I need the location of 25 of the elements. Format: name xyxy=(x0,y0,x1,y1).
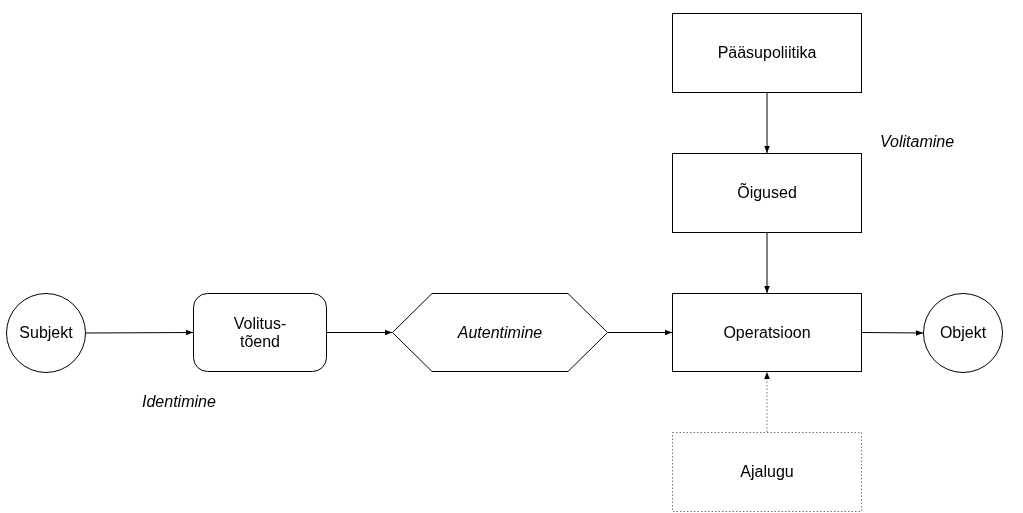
italic-label: Volitamine xyxy=(880,133,955,151)
process-box xyxy=(672,153,862,233)
arrow xyxy=(764,232,770,294)
node-text: Objekt xyxy=(939,324,987,342)
arrow xyxy=(764,371,770,433)
circle-node xyxy=(6,293,86,373)
rounded-box xyxy=(193,293,327,372)
arrow xyxy=(764,92,770,154)
circle-node xyxy=(923,293,1003,373)
node-text: Pääsupoliitika xyxy=(717,44,817,62)
node-text: Operatsioon xyxy=(723,323,811,342)
node-text: Autentimine xyxy=(457,323,543,342)
process-box xyxy=(672,293,862,372)
arrow xyxy=(607,329,673,336)
node-text: Subjekt xyxy=(19,324,73,342)
node-text: Volitus- tõend xyxy=(232,314,288,351)
node-text: Õigused xyxy=(737,184,797,202)
italic-label: Identimine xyxy=(142,393,216,411)
arrow xyxy=(326,329,393,336)
dotted-box xyxy=(672,432,862,512)
node-text: Ajalugu xyxy=(740,463,794,481)
process-box xyxy=(672,13,862,93)
arrow xyxy=(85,329,194,336)
hexagon-node xyxy=(392,293,608,372)
arrow xyxy=(861,330,924,336)
